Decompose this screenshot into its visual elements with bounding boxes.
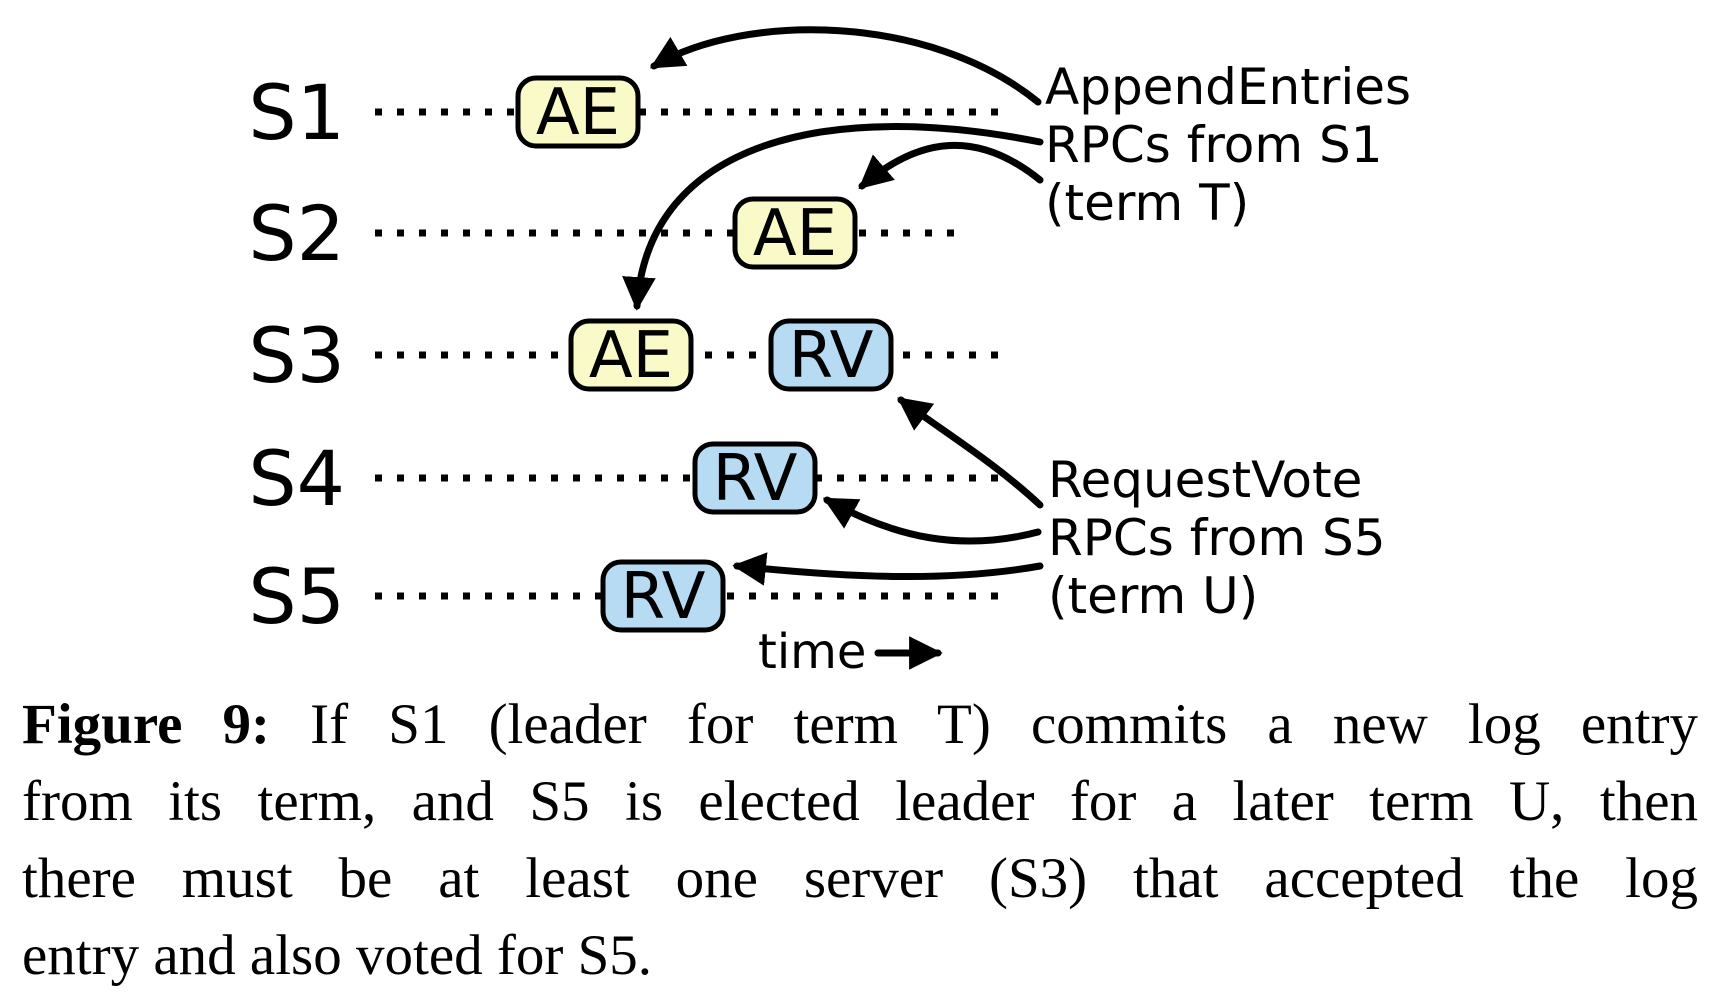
time-axis: time (758, 624, 943, 680)
ae-box-s2-label: AE (753, 197, 837, 271)
rv-box-s3-label: RV (789, 319, 874, 393)
server-label-s1: S1 (248, 68, 345, 157)
annotation-request-vote: RequestVote RPCs from S5 (term U) (1048, 451, 1386, 625)
annotation-ae-line2: RPCs from S1 (1045, 116, 1383, 174)
ae-box-s1-label: AE (536, 76, 620, 150)
arrow-rv-to-s4 (822, 496, 1042, 545)
server-label-s2: S2 (248, 189, 345, 278)
annotation-ae-line1: AppendEntries (1045, 58, 1411, 116)
event-s3-rv: RV (768, 318, 894, 393)
event-s3-ae: AE (568, 318, 694, 393)
ae-box-s2 (732, 196, 858, 270)
event-s5-rv: RV (600, 559, 726, 634)
arrow-ae-to-s2 (858, 141, 1044, 190)
server-label-s4: S4 (248, 434, 345, 523)
caption-line-1-text: If S1 (leader for term T) commits a new … (310, 693, 1698, 756)
caption-line-1: Figure 9: If S1 (leader for term T) comm… (22, 686, 1698, 763)
rv-box-s4-label: RV (713, 442, 798, 516)
rv-box-s4 (692, 441, 818, 515)
rv-box-s5 (600, 559, 726, 633)
time-axis-label: time (758, 624, 866, 680)
annotation-rv-line1: RequestVote (1048, 451, 1362, 509)
annotation-rv-line3: (term U) (1048, 567, 1258, 625)
arrow-rv-to-s5 (732, 552, 1044, 586)
server-label-s3: S3 (248, 311, 345, 400)
annotation-append-entries: AppendEntries RPCs from S1 (term T) (1045, 58, 1411, 232)
arrow-ae-to-s1 (649, 26, 1042, 106)
event-s2-ae: AE (732, 196, 858, 271)
caption-figure-number: Figure 9: (22, 693, 271, 756)
event-s1-ae: AE (515, 75, 641, 150)
ae-box-s1 (515, 75, 641, 149)
rv-box-s3 (768, 318, 894, 392)
arrow-ae-to-s3 (622, 123, 1044, 311)
annotation-ae-line3: (term T) (1045, 174, 1249, 232)
annotation-rv-line2: RPCs from S5 (1048, 509, 1386, 567)
figure-caption: Figure 9: If S1 (leader for term T) comm… (22, 686, 1698, 994)
ae-box-s3 (568, 318, 694, 392)
raft-timeline-diagram: S1 S2 S3 S4 S5 AE AE AE RV (248, 26, 1411, 680)
rv-box-s5-label: RV (621, 560, 706, 634)
caption-line-4: entry and also voted for S5. (22, 924, 653, 987)
server-label-s5: S5 (248, 552, 345, 641)
ae-box-s3-label: AE (589, 319, 673, 393)
caption-line-2: from its term, and S5 is elected leader … (22, 770, 1698, 833)
arrow-rv-to-s3 (897, 396, 1044, 509)
caption-line-3: there must be at least one server (S3) t… (22, 847, 1698, 910)
event-s4-rv: RV (692, 441, 818, 516)
